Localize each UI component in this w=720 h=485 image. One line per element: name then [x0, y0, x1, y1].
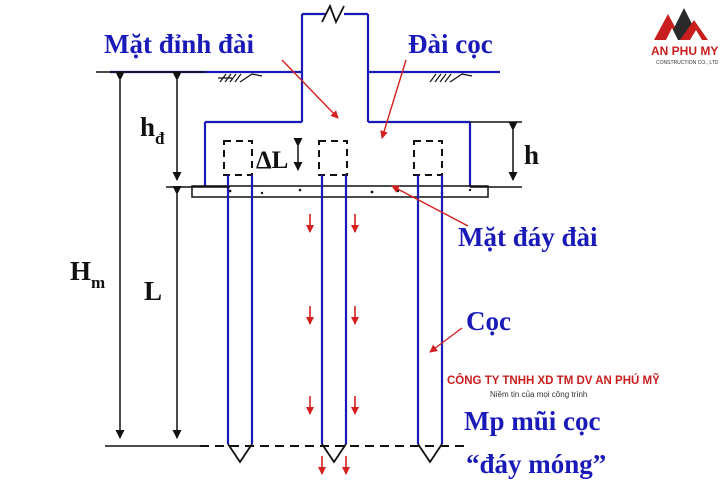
label-delta-l: ΔL [256, 147, 288, 174]
pile-cap [203, 120, 472, 187]
column [300, 12, 370, 122]
company-logo: AN PHU MY CONSTRUCTION CO., LTD [651, 8, 719, 66]
label-h-m: Hm [70, 256, 105, 292]
logo-brand: AN PHU MY [651, 44, 718, 58]
label-mp-mui-coc: Mp mũi cọc [464, 406, 600, 436]
load-arrows [306, 214, 359, 475]
pile-right [416, 175, 444, 464]
label-h-d: hđ [140, 112, 165, 148]
label-day-mong: “đáy móng” [466, 449, 606, 479]
soil-hatch [218, 73, 473, 83]
label-coc: Cọc [466, 306, 511, 336]
label-h: h [524, 140, 539, 170]
pile-center [320, 175, 348, 464]
leader-arrows [281, 59, 469, 353]
logo-mark-icon [654, 8, 708, 40]
label-mat-dinh-dai: Mặt đỉnh đài [104, 29, 255, 59]
company-slogan: Niềm tin của mọi công trình [490, 390, 587, 399]
pile-embedment [223, 140, 443, 176]
pile-left [226, 175, 254, 464]
label-mat-day-dai: Mặt đáy đài [458, 222, 598, 252]
label-dai-coc: Đài cọc [408, 29, 493, 59]
dimension-lines [96, 71, 522, 447]
label-l: L [144, 276, 162, 306]
break-symbol [321, 3, 345, 25]
logo-subtitle: CONSTRUCTION CO., LTD [656, 60, 719, 66]
lean-concrete-layer [191, 185, 489, 198]
company-name: CÔNG TY TNHH XD TM DV AN PHÚ MỸ [447, 374, 660, 387]
